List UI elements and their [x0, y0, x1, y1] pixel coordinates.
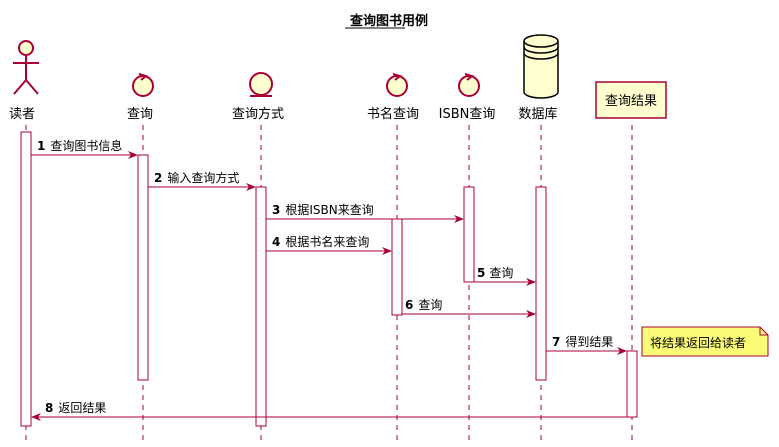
actor-icon — [13, 40, 39, 95]
participant-query[interactable]: 查询 — [127, 73, 154, 122]
note: 将结果返回给读者 — [641, 326, 769, 357]
participant-method[interactable]: 查询方式 — [232, 72, 284, 122]
participant-reader[interactable]: 读者 — [9, 40, 39, 122]
note-box — [641, 326, 769, 357]
participant-db[interactable]: 数据库 — [518, 34, 559, 122]
participant-result[interactable]: 查询结果 — [595, 81, 667, 119]
participant-label: 查询方式 — [232, 106, 284, 122]
participant-byisbn[interactable]: ISBN查询 — [439, 73, 496, 122]
activation-bars — [20, 131, 638, 427]
participant-label: ISBN查询 — [439, 107, 496, 122]
participant-label: 书名查询 — [367, 106, 419, 122]
participant-label: 数据库 — [518, 106, 557, 122]
activation-result — [626, 350, 638, 418]
diagram-title: 查询图书用例 — [349, 13, 428, 29]
participant-bytitle[interactable]: 书名查询 — [367, 73, 419, 122]
activation-db — [535, 186, 547, 381]
activation-method — [255, 186, 267, 427]
control-icon — [458, 73, 480, 97]
participant-label: 读者 — [9, 107, 35, 122]
control-icon — [132, 73, 154, 97]
activation-query — [137, 154, 149, 381]
messages — [31, 151, 627, 421]
participant-label: 查询结果 — [605, 94, 657, 109]
participant-box — [595, 81, 667, 119]
note-text: 将结果返回给读者 — [650, 336, 746, 350]
participant-label: 查询 — [127, 107, 153, 122]
activation-reader — [20, 131, 32, 427]
note-fold — [759, 327, 768, 336]
database-icon — [523, 34, 559, 99]
activation-byisbn — [463, 186, 475, 283]
entity-icon — [249, 72, 273, 97]
activation-bytitle — [391, 218, 403, 316]
control-icon — [386, 73, 408, 97]
